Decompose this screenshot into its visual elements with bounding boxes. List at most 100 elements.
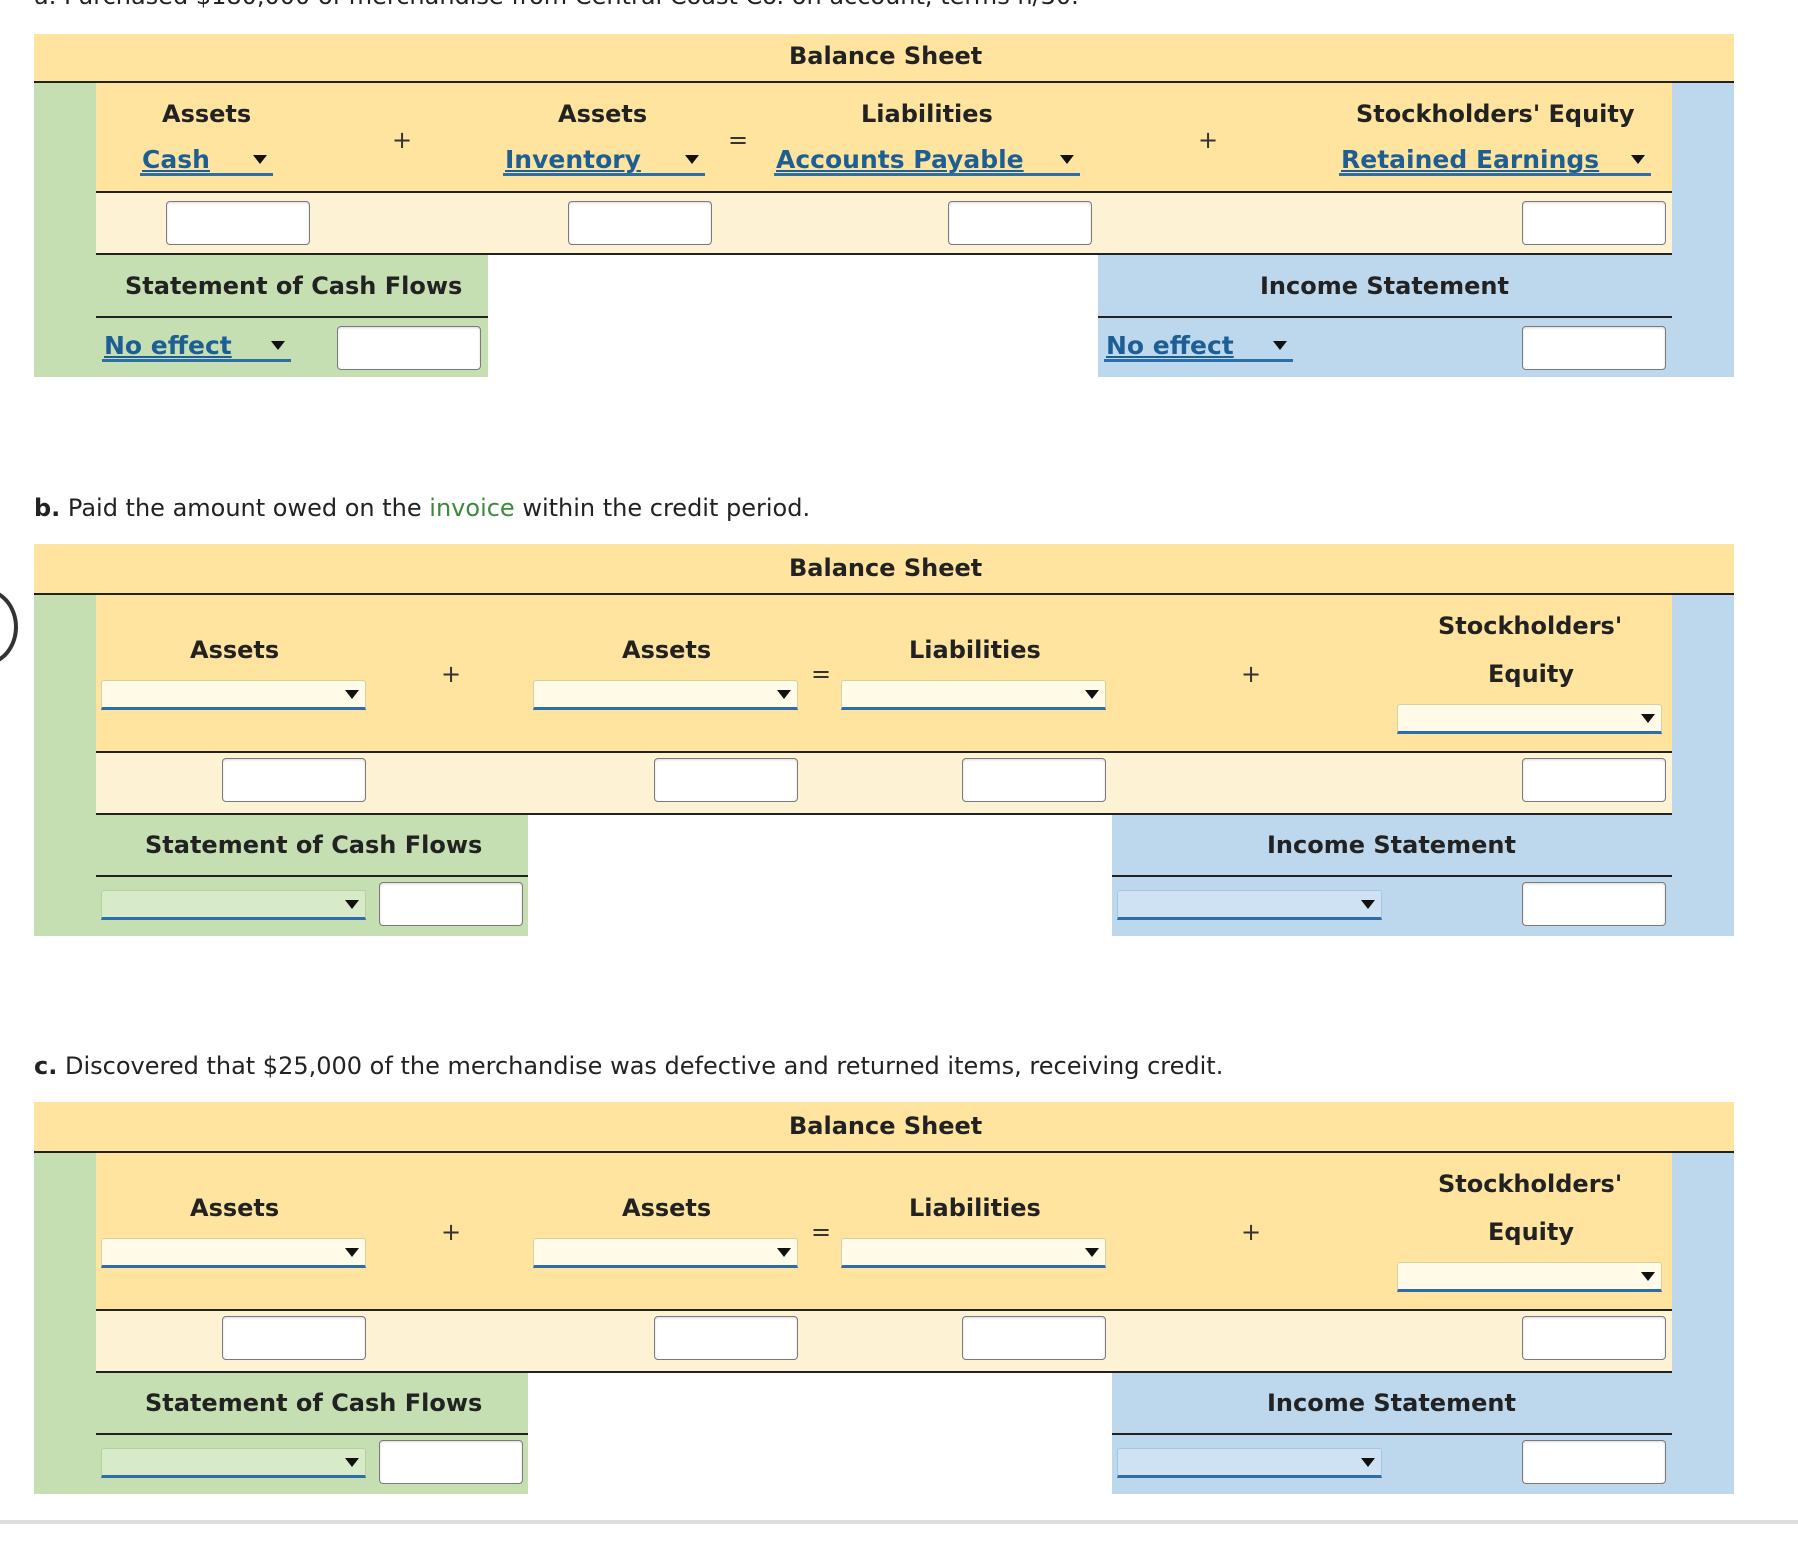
chevron-down-icon (1085, 690, 1099, 699)
amount-input-equity[interactable] (1522, 201, 1666, 245)
assets-header: Assets (190, 1194, 280, 1222)
income-statement-title: Income Statement (1260, 272, 1509, 300)
plus-sign: + (441, 1218, 462, 1246)
equity-header: Equity (1488, 1218, 1575, 1246)
amount-input-4[interactable] (1522, 758, 1666, 802)
cash-flows-select[interactable] (101, 890, 366, 920)
assets-header-2: Assets (622, 1194, 712, 1222)
account-select-2[interactable] (533, 680, 798, 710)
assets-header: Assets (190, 636, 280, 664)
stockholders-equity-header: Stockholders' Equity (1356, 100, 1635, 128)
account-select-4[interactable] (1397, 1262, 1662, 1292)
liabilities-header: Liabilities (909, 636, 1041, 664)
chevron-down-icon (1361, 1458, 1375, 1467)
amount-input-2[interactable] (654, 1316, 798, 1360)
balance-sheet-header (34, 544, 1734, 594)
income-side-band (1672, 594, 1734, 936)
balance-sheet-input-row (96, 192, 1672, 254)
liabilities-header: Liabilities (861, 100, 993, 128)
question-b-text: b. Paid the amount owed on the invoice w… (34, 494, 811, 522)
account-select-inventory[interactable]: Inventory (503, 145, 705, 176)
account-select-1[interactable] (101, 1238, 366, 1268)
chevron-down-icon (1060, 155, 1074, 164)
cash-flows-amount-input[interactable] (379, 882, 523, 926)
income-statement-title: Income Statement (1267, 831, 1516, 859)
chevron-down-icon (345, 1248, 359, 1257)
account-select-cash[interactable]: Cash (140, 145, 273, 176)
income-statement-title: Income Statement (1267, 1389, 1516, 1417)
income-select[interactable] (1117, 890, 1382, 920)
question-c-text: c. Discovered that $25,000 of the mercha… (34, 1052, 1224, 1080)
income-select[interactable]: No effect (1104, 331, 1293, 362)
plus-sign-2: + (1241, 660, 1262, 688)
amount-input-1[interactable] (222, 1316, 366, 1360)
chevron-down-icon (777, 1248, 791, 1257)
liabilities-header: Liabilities (909, 1194, 1041, 1222)
income-amount-input[interactable] (1522, 326, 1666, 370)
income-amount-input[interactable] (1522, 882, 1666, 926)
amount-input-3[interactable] (962, 1316, 1106, 1360)
account-select-1[interactable] (101, 680, 366, 710)
assets-header: Assets (162, 100, 252, 128)
cash-flows-side-band (34, 1152, 96, 1494)
equals-sign: = (811, 660, 832, 688)
stockholders-header: Stockholders' (1438, 612, 1623, 640)
assets-header-2: Assets (558, 100, 648, 128)
cash-flows-select[interactable] (101, 1448, 366, 1478)
account-select-3[interactable] (841, 1238, 1106, 1268)
chevron-down-icon (1273, 341, 1287, 350)
chevron-down-icon (1085, 1248, 1099, 1257)
cash-flows-select[interactable]: No effect (102, 331, 291, 362)
account-select-3[interactable] (841, 680, 1106, 710)
chevron-down-icon (345, 900, 359, 909)
cash-flows-side-band (34, 82, 96, 377)
chevron-down-icon (345, 690, 359, 699)
cash-flows-amount-input[interactable] (337, 326, 481, 370)
chevron-down-icon (685, 155, 699, 164)
plus-sign-2: + (1241, 1218, 1262, 1246)
equity-header: Equity (1488, 660, 1575, 688)
chevron-down-icon (1361, 900, 1375, 909)
partial-circle-icon (0, 588, 18, 666)
equals-sign: = (728, 126, 749, 154)
balance-sheet-header (34, 1102, 1734, 1152)
question-a-text: a. Purchased $180,000 of merchandise fro… (34, 0, 1079, 10)
plus-sign-2: + (1198, 126, 1219, 154)
chevron-down-icon (1641, 714, 1655, 723)
balance-sheet-header (34, 34, 1734, 82)
income-side-band (1672, 1152, 1734, 1494)
amount-input-3[interactable] (962, 758, 1106, 802)
balance-sheet-title: Balance Sheet (789, 42, 983, 70)
plus-sign: + (392, 126, 413, 154)
chevron-down-icon (1631, 155, 1645, 164)
stockholders-header: Stockholders' (1438, 1170, 1623, 1198)
amount-input-liabilities[interactable] (948, 201, 1092, 245)
amount-input-cash[interactable] (166, 201, 310, 245)
cash-flows-side-band (34, 594, 96, 936)
chevron-down-icon (345, 1458, 359, 1467)
account-select-4[interactable] (1397, 704, 1662, 734)
account-select-accounts-payable[interactable]: Accounts Payable (774, 145, 1080, 176)
chevron-down-icon (271, 341, 285, 350)
chevron-down-icon (1641, 1272, 1655, 1281)
account-select-2[interactable] (533, 1238, 798, 1268)
invoice-link[interactable]: invoice (429, 494, 515, 522)
amount-input-4[interactable] (1522, 1316, 1666, 1360)
plus-sign: + (441, 660, 462, 688)
income-amount-input[interactable] (1522, 1440, 1666, 1484)
cash-flows-title: Statement of Cash Flows (125, 272, 463, 300)
page-bottom-divider (0, 1520, 1798, 1524)
account-select-retained-earnings[interactable]: Retained Earnings (1339, 145, 1651, 176)
balance-sheet-title: Balance Sheet (789, 554, 983, 582)
equals-sign: = (811, 1218, 832, 1246)
cash-flows-title: Statement of Cash Flows (145, 831, 483, 859)
chevron-down-icon (253, 155, 267, 164)
amount-input-2[interactable] (654, 758, 798, 802)
amount-input-1[interactable] (222, 758, 366, 802)
chevron-down-icon (777, 690, 791, 699)
cash-flows-amount-input[interactable] (379, 1440, 523, 1484)
amount-input-inventory[interactable] (568, 201, 712, 245)
balance-sheet-title: Balance Sheet (789, 1112, 983, 1140)
income-select[interactable] (1117, 1448, 1382, 1478)
income-side-band (1672, 82, 1734, 377)
